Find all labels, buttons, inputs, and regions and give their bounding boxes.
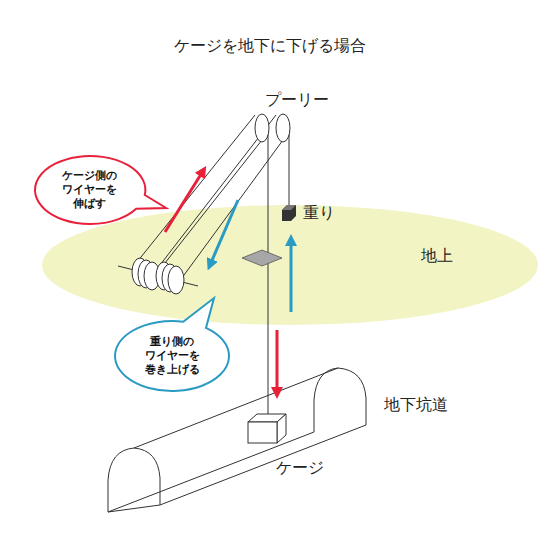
cage-label: ケージ — [276, 458, 324, 477]
bubble-shape — [35, 156, 166, 224]
shaft-opening — [242, 250, 282, 266]
title: ケージを地下に下げる場合 — [0, 36, 539, 55]
tunnel-label: 地下坑道 — [384, 395, 448, 414]
ground-area — [42, 205, 538, 325]
weight-label: 重り — [303, 203, 335, 222]
callout-bubble: ケージ側の ワイヤーを 伸ばす — [33, 154, 147, 226]
callout-text: 重り側の ワイヤーを 巻き上げる — [136, 335, 208, 376]
callout-bubble: 重り側の ワイヤーを 巻き上げる — [113, 319, 231, 393]
callout-text: ケージ側の ワイヤーを 伸ばす — [54, 169, 126, 210]
bubble-shape — [115, 298, 229, 391]
tunnel — [108, 368, 366, 512]
weight — [282, 205, 296, 221]
winch-drum — [118, 258, 198, 294]
cage — [248, 414, 286, 443]
pulley — [255, 114, 290, 142]
pulley-label: プーリー — [265, 90, 329, 109]
ground-label: 地上 — [421, 246, 453, 265]
